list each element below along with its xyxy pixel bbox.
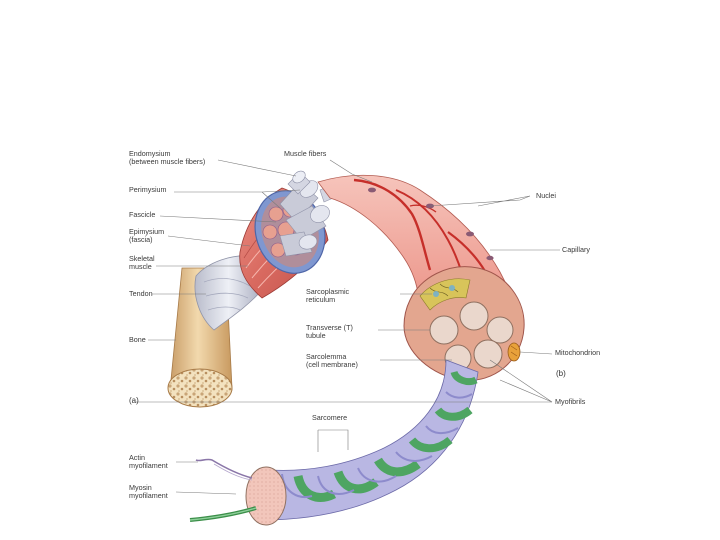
leader-perimysium <box>174 189 301 209</box>
label-muscle-fibers: Muscle fibers <box>284 149 327 158</box>
leader-muscle-fibers <box>329 159 373 183</box>
label-mitochondrion: Mitochondrion <box>555 348 601 357</box>
myofibril-shape <box>261 359 479 521</box>
label-t-tubule: Transverse (T)tubule <box>306 323 353 341</box>
leader-mitochondrion <box>519 351 553 355</box>
label-perimysium: Perimysium <box>129 185 167 194</box>
label-panel-a: (a) <box>129 396 139 405</box>
label-sarcolemma: Sarcolemma(cell membrane) <box>306 352 358 370</box>
label-epimysium: Epimysium(fascia) <box>129 227 165 245</box>
label-capillary: Capillary <box>562 245 590 254</box>
leader-epimysium <box>167 235 251 247</box>
fiber-cross-section <box>403 266 525 381</box>
label-panel-b: (b) <box>556 369 566 378</box>
actin-filament <box>195 458 253 481</box>
sarcomere-bracket <box>317 429 349 452</box>
leader-fascicle <box>159 215 277 223</box>
leader-endomysium <box>217 159 297 177</box>
leader-myofibrils <box>489 359 553 403</box>
label-sarcomere: Sarcomere <box>312 413 348 422</box>
leader-myosin <box>175 491 237 495</box>
label-bone: Bone <box>129 335 146 344</box>
leader-lines <box>136 159 560 495</box>
label-tendon: Tendon <box>129 289 153 298</box>
myofibril-end-face <box>245 466 287 526</box>
leader-nuclei <box>429 195 531 207</box>
label-fascicle: Fascicle <box>129 210 156 219</box>
label-myofibrils: Myofibrils <box>555 397 586 406</box>
myosin-filament <box>189 506 257 522</box>
label-endomysium: Endomysium(between muscle fibers) <box>129 149 206 167</box>
label-nuclei: Nuclei <box>536 191 556 200</box>
